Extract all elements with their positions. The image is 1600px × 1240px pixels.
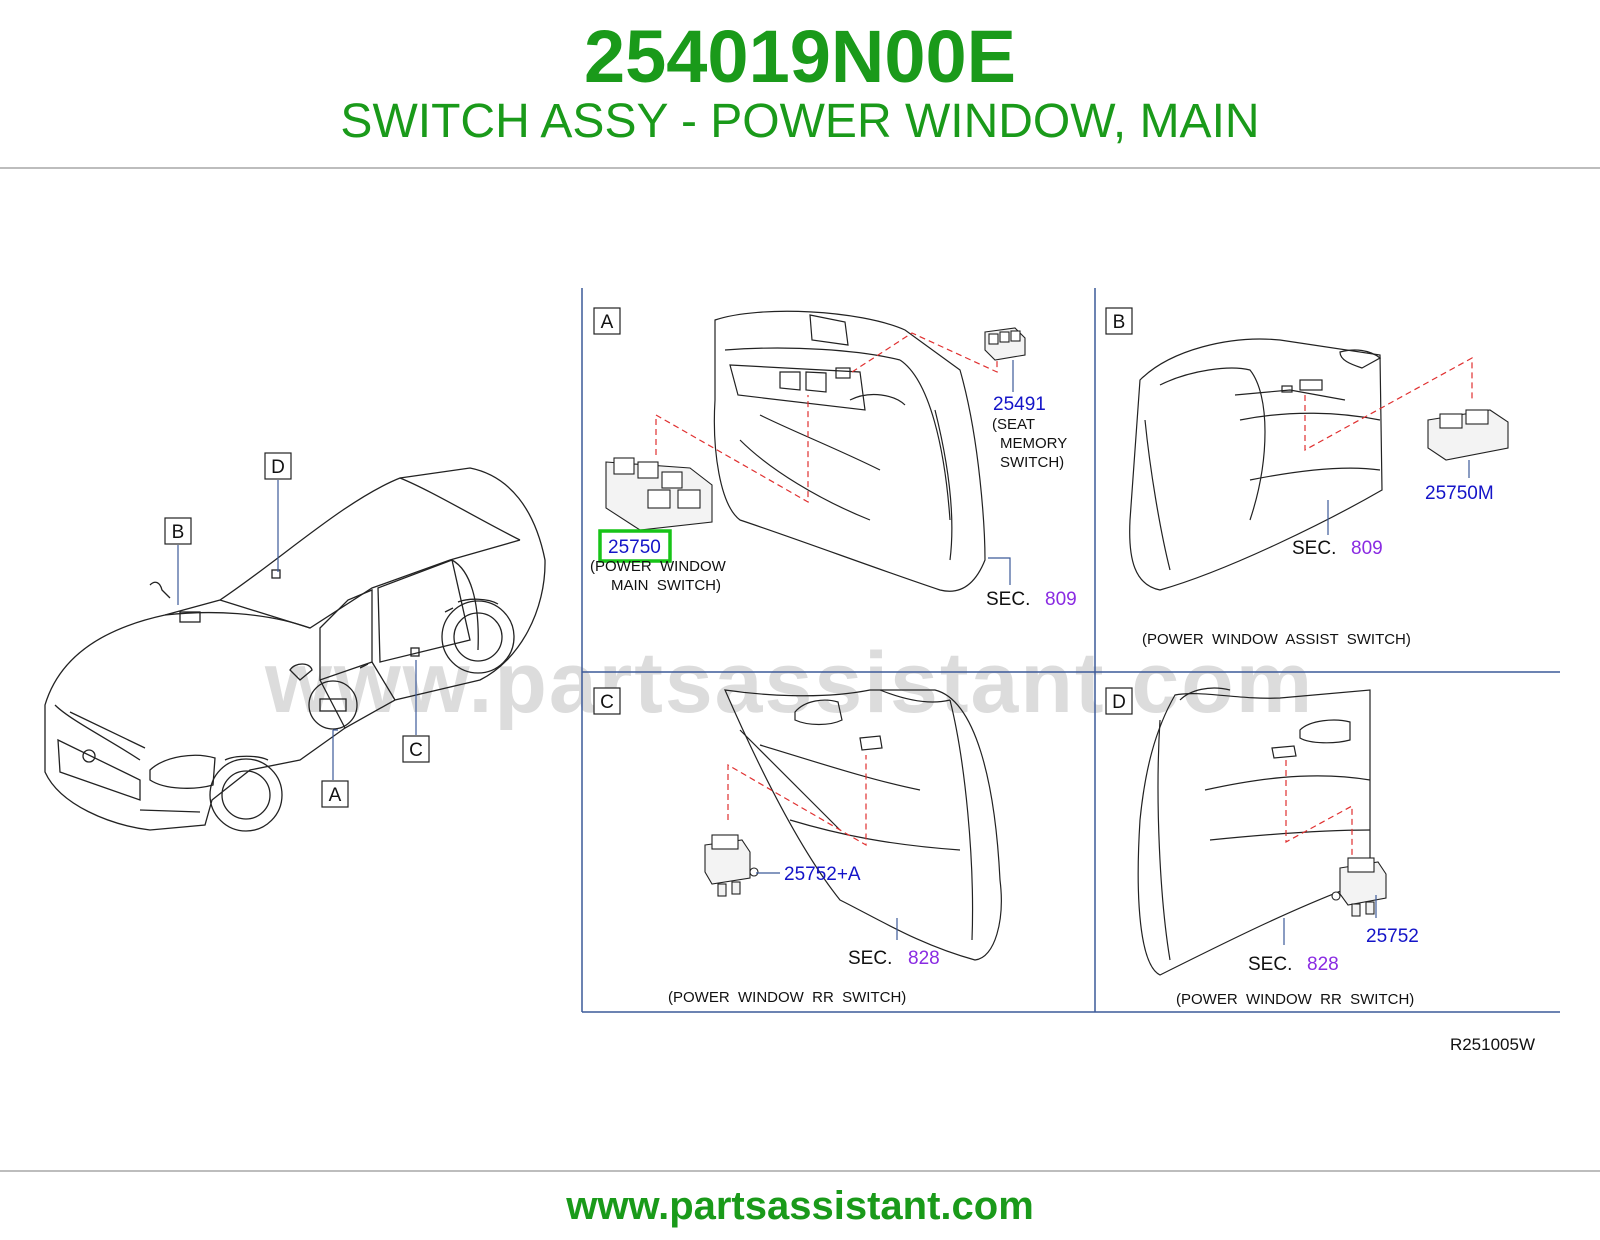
part-25491-number[interactable]: 25491 bbox=[993, 394, 1046, 415]
assist-switch-drawing bbox=[1427, 409, 1509, 461]
sec-number-b[interactable]: 809 bbox=[1351, 538, 1383, 559]
callout-box-c: C bbox=[402, 735, 430, 763]
panel-c-caption: (POWER WINDOW RR SWITCH) bbox=[668, 989, 906, 1006]
sec-label-d: SEC. bbox=[1248, 954, 1292, 975]
seat-memory-switch-drawing bbox=[984, 327, 1026, 361]
part-25750-caption-2: MAIN SWITCH) bbox=[611, 577, 721, 594]
red-dashed-leaders-b bbox=[1304, 356, 1473, 452]
sec-number-c[interactable]: 828 bbox=[908, 948, 940, 969]
panel-a-key: A bbox=[601, 312, 614, 333]
callout-box-a: A bbox=[321, 780, 349, 808]
footer-divider bbox=[0, 1170, 1600, 1172]
leader-sec-809-a bbox=[988, 557, 1011, 585]
panel-b-caption: (POWER WINDOW ASSIST SWITCH) bbox=[1142, 631, 1411, 648]
sec-label-b: SEC. bbox=[1292, 538, 1336, 559]
panel-a: A 25491 (SEAT MEMOR bbox=[590, 307, 1077, 610]
panel-c-key: C bbox=[600, 692, 614, 713]
part-description: SWITCH ASSY - POWER WINDOW, MAIN bbox=[340, 95, 1260, 148]
red-dashed-leaders-a bbox=[655, 332, 998, 504]
door-trim-b-drawing bbox=[1129, 338, 1383, 591]
rr-switch-c-drawing bbox=[704, 834, 759, 897]
red-dashed-leaders-d bbox=[1285, 760, 1353, 858]
part-25752a-number[interactable]: 25752+A bbox=[784, 864, 861, 885]
watermark: www.partsassistant.com bbox=[264, 635, 1314, 731]
panel-b: B 25750M SEC. 809 (POWER WINDOW ASSIST S… bbox=[1105, 307, 1509, 648]
callout-a-label: A bbox=[329, 785, 342, 806]
main-power-window-switch-drawing bbox=[605, 457, 713, 531]
sec-label-a: SEC. bbox=[986, 589, 1030, 610]
panel-d-caption: (POWER WINDOW RR SWITCH) bbox=[1176, 991, 1414, 1008]
panel-c: C 25752+A SEC. 828 (POWER WINDOW RR SWIT… bbox=[593, 687, 1002, 1006]
car-overview-drawing bbox=[44, 467, 546, 832]
sec-number-a[interactable]: 809 bbox=[1045, 589, 1077, 610]
door-trim-d-drawing bbox=[1137, 687, 1371, 976]
callout-d-label: D bbox=[271, 457, 285, 478]
part-25491-caption-1: (SEAT bbox=[992, 416, 1035, 433]
figure-code: R251005W bbox=[1450, 1035, 1535, 1054]
part-25750-caption-1: (POWER WINDOW bbox=[590, 558, 727, 575]
panel-grid bbox=[581, 288, 1560, 1013]
sec-number-d[interactable]: 828 bbox=[1307, 954, 1339, 975]
sec-label-c: SEC. bbox=[848, 948, 892, 969]
car-callout-lines bbox=[177, 480, 417, 780]
rr-switch-d-drawing bbox=[1331, 857, 1387, 917]
part-25491-caption-2: MEMORY bbox=[1000, 435, 1067, 452]
door-trim-a-drawing bbox=[713, 310, 986, 592]
panel-d-key: D bbox=[1112, 692, 1126, 713]
part-25750-highlight bbox=[598, 529, 672, 563]
door-trim-c-drawing bbox=[724, 689, 1002, 961]
part-number-title: 254019N00E bbox=[583, 15, 1017, 98]
part-25491-caption-3: SWITCH) bbox=[1000, 454, 1064, 471]
callout-b-label: B bbox=[172, 522, 185, 543]
panel-d: D 25752 SEC. 828 (POWER WINDOW RR SWITCH… bbox=[1105, 687, 1419, 1008]
callout-box-b: B bbox=[164, 517, 192, 545]
part-25750m-number[interactable]: 25750M bbox=[1425, 483, 1494, 504]
callout-box-d: D bbox=[264, 452, 292, 480]
part-25752-number[interactable]: 25752 bbox=[1366, 926, 1419, 947]
header-divider bbox=[0, 167, 1600, 169]
callout-c-label: C bbox=[409, 740, 423, 761]
panel-b-key: B bbox=[1113, 312, 1126, 333]
part-25750-number[interactable]: 25750 bbox=[608, 537, 661, 558]
red-dashed-leaders-c bbox=[727, 755, 867, 847]
footer-url[interactable]: www.partsassistant.com bbox=[566, 1184, 1034, 1228]
